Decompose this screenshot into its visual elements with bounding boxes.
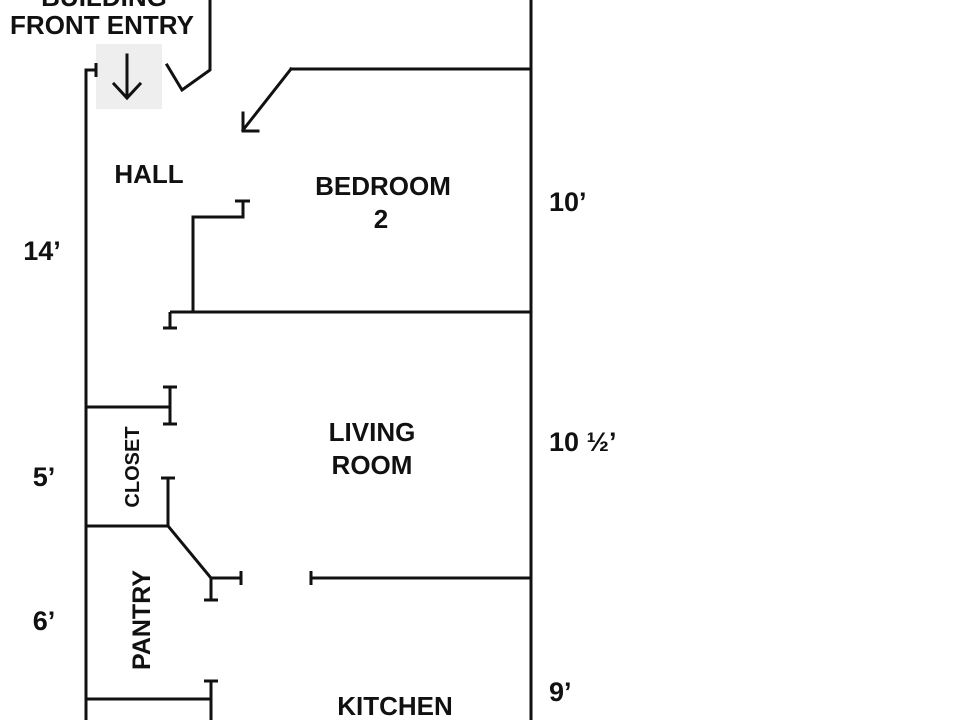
- room-label-bedroom-line1: BEDROOM: [315, 171, 451, 201]
- diagonal-arrow-icon: [240, 66, 294, 133]
- room-label-hall: HALL: [114, 159, 183, 189]
- kitchen-pantry-wall: [84, 679, 218, 720]
- living-room-bottom-wall: [309, 571, 533, 585]
- room-label-closet: CLOSET: [122, 426, 144, 507]
- left-exterior-wall: [84, 63, 98, 720]
- room-label-living-line2: ROOM: [332, 450, 413, 480]
- down-arrow-icon: [111, 53, 143, 101]
- dimension-left-closet: 5’: [33, 462, 56, 492]
- closet-walls: [84, 385, 177, 528]
- entry-doorway-highlight: [96, 44, 162, 109]
- entry-label-line1: BUILDING: [41, 0, 167, 12]
- entry-label-line2: FRONT ENTRY: [10, 10, 194, 40]
- entry-vestibule-wall: [164, 0, 212, 93]
- room-label-kitchen: KITCHEN: [337, 691, 453, 720]
- dimension-left-hall: 14’: [23, 236, 61, 266]
- pantry-door-walls: [165, 523, 243, 602]
- dimension-right-bedroom: 10’: [549, 187, 587, 217]
- dimension-right-living: 10 ½’: [549, 427, 617, 457]
- room-label-bedroom-line2: 2: [374, 204, 388, 234]
- bedroom-inner-wall: [163, 199, 533, 330]
- dimension-left-pantry: 6’: [33, 606, 56, 636]
- dimension-right-kitchen: 9’: [549, 677, 572, 707]
- room-label-living-line1: LIVING: [329, 417, 416, 447]
- room-label-pantry: PANTRY: [128, 570, 156, 670]
